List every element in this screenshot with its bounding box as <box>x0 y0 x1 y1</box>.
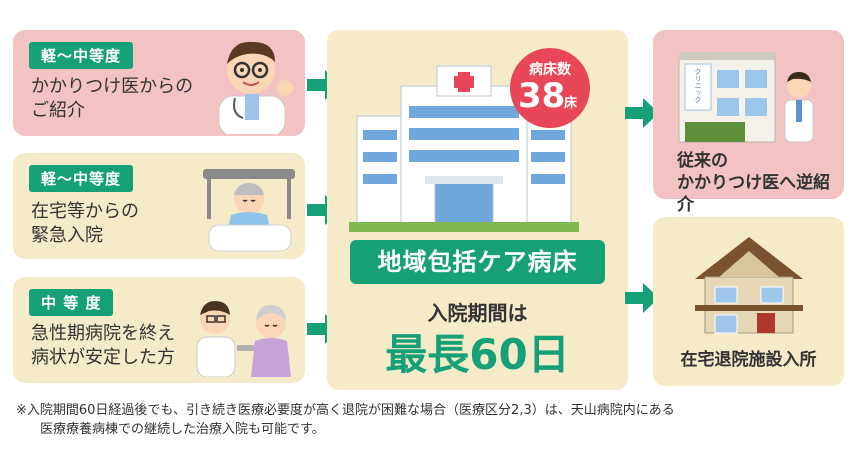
referral-box-2: 軽～中等度 在宅等からの 緊急入院 <box>13 153 305 259</box>
outcome-description: 従来の かかりつけ医へ逆紹介 <box>677 151 831 215</box>
severity-tag: 軽～中等度 <box>29 42 134 69</box>
ward-panel: 病床数 38 床 地域包括ケア病床 入院期間は 最長60日 <box>327 30 628 390</box>
stay-label: 入院期間は <box>427 301 528 325</box>
referral-description: 急性期病院を終え 病状が安定した方 <box>31 323 175 368</box>
stay-value: 最長60日 <box>385 330 570 379</box>
footnote: ※入院期間60日経過後でも、引き続き医療必要度が高く退院が困難な場合（医療区分2… <box>16 403 675 437</box>
bed-count-badge: 病床数 38 床 <box>510 48 590 128</box>
doctor-and-patient-illustration <box>196 301 291 377</box>
hospital-illustration <box>349 65 579 232</box>
clinic-illustration: クリニック <box>678 52 814 143</box>
ward-name: 地域包括ケア病床 <box>350 240 605 284</box>
referral-description: かかりつけ医からの ご紹介 <box>31 76 194 121</box>
severity-tag: 軽～中等度 <box>29 165 134 192</box>
referral-description: 在宅等からの 緊急入院 <box>31 201 139 246</box>
severity-tag: 中 等 度 <box>29 289 114 316</box>
arrow-right-icon <box>625 283 659 313</box>
clinic-sign: クリニック <box>694 68 702 103</box>
patient-in-bed-illustration <box>203 169 295 252</box>
outcome-box-clinic: クリニック 従来の かかりつけ医へ逆紹介 <box>653 30 844 215</box>
house-illustration <box>695 237 803 334</box>
referral-box-3: 中 等 度 急性期病院を終え 病状が安定した方 <box>13 277 305 383</box>
doctor-illustration <box>218 41 293 134</box>
referral-box-1: 軽～中等度 かかりつけ医からの ご紹介 <box>13 30 305 136</box>
arrow-right-icon <box>625 98 659 128</box>
outcome-box-home: 在宅退院施設入所 <box>653 217 844 386</box>
outcome-description: 在宅退院施設入所 <box>680 350 817 370</box>
